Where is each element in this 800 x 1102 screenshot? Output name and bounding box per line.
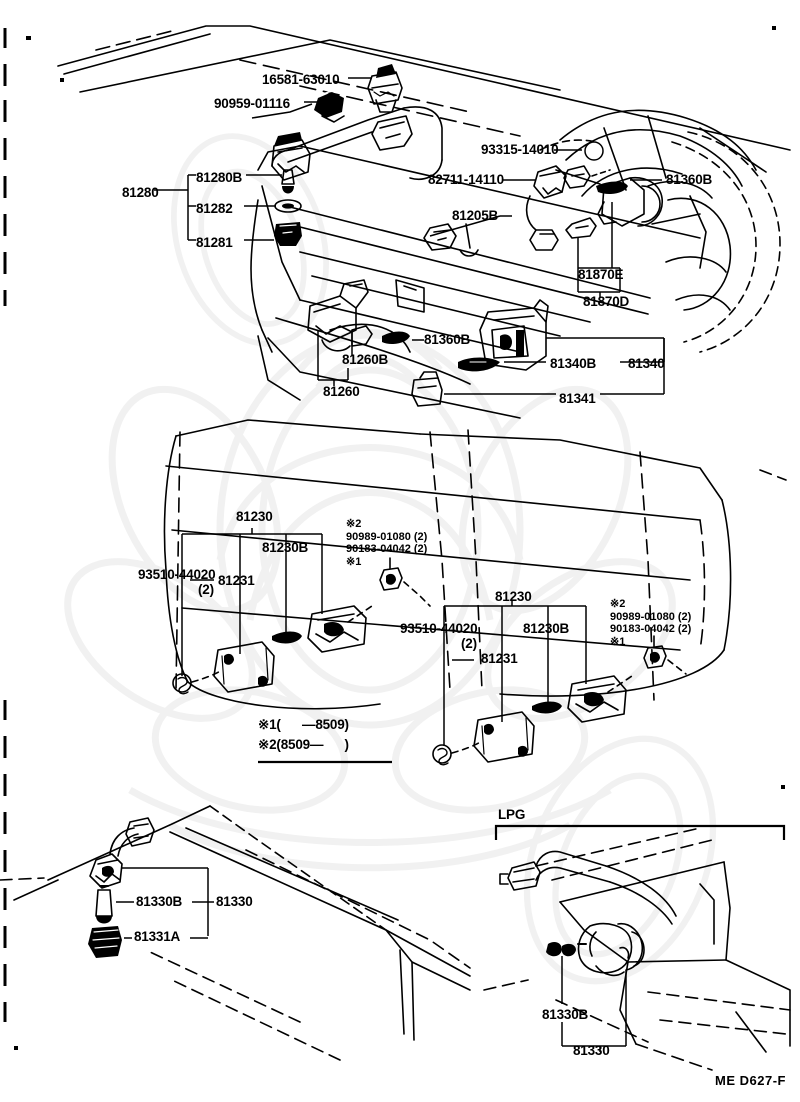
- callout-81330B-lpg: 81330B: [542, 1007, 589, 1022]
- front-door-hardware-note: ※2 90989-01080 (2) 90183-04042 (2) ※1: [346, 518, 428, 568]
- callout-16581-63010: 16581-63010: [262, 72, 340, 87]
- callout-81280B: 81280B: [196, 170, 243, 185]
- callout-rear-81230B: 81230B: [523, 621, 570, 636]
- lpg-illustration: [483, 827, 791, 1071]
- callout-front-81230: 81230: [236, 509, 273, 524]
- callout-81340: 81340: [628, 356, 665, 371]
- luggage-lamp-illustration: [0, 805, 471, 1061]
- callout-81260B: 81260B: [342, 352, 389, 367]
- callout-81260: 81260: [323, 384, 360, 399]
- door-panels-illustration: [163, 419, 787, 766]
- callout-rear-81231: 81231: [481, 651, 518, 666]
- lpg-leader-lines: [561, 956, 627, 1052]
- legend-note-2: ※2(8509— ): [258, 737, 349, 752]
- callout-82711-14110: 82711-14110: [428, 172, 504, 187]
- callout-front-93510-qty: (2): [198, 582, 214, 597]
- rear-door-hardware-note: ※2 90989-01080 (2) 90183-04042 (2) ※1: [610, 598, 692, 648]
- callout-81330B-trunk: 81330B: [136, 894, 183, 909]
- callout-front-93510-44020: 93510-44020: [138, 567, 216, 582]
- callout-93315-14010: 93315-14010: [481, 142, 559, 157]
- callout-81340B: 81340B: [550, 356, 597, 371]
- callout-81330-lpg: 81330: [573, 1043, 610, 1058]
- callout-81341: 81341: [559, 391, 596, 406]
- callout-81331A: 81331A: [134, 929, 181, 944]
- callout-rear-93510-qty: (2): [461, 636, 477, 651]
- callout-rear-81230: 81230: [495, 589, 532, 604]
- callout-81280: 81280: [122, 185, 159, 200]
- legend-note-1: ※1( —8509): [258, 717, 349, 732]
- callout-81281: 81281: [196, 235, 233, 250]
- callout-81870E: 81870E: [578, 267, 624, 282]
- callout-81360B-wheel: 81360B: [666, 172, 713, 187]
- callout-90959-01116: 90959-01116: [214, 96, 290, 111]
- sheet-footer-code: ME D627-F: [715, 1073, 786, 1088]
- instrument-panel-illustration: [57, 25, 791, 419]
- callout-rear-93510-44020: 93510-44020: [400, 621, 478, 636]
- callout-81282: 81282: [196, 201, 233, 216]
- callout-81360B-panel: 81360B: [424, 332, 471, 347]
- lpg-bracket-label: LPG: [498, 807, 526, 822]
- callout-front-81231: 81231: [218, 573, 255, 588]
- callout-81330-trunk: 81330: [216, 894, 253, 909]
- upper-leader-lines: [154, 77, 665, 395]
- callout-81205B: 81205B: [452, 208, 499, 223]
- lpg-bracket: [494, 824, 786, 840]
- margin-tick-dots: [14, 26, 785, 1050]
- callout-81870D: 81870D: [583, 294, 630, 309]
- door-leader-lines: [181, 528, 587, 746]
- luggage-lamp-leader-lines: [116, 867, 214, 939]
- callout-front-81230B: 81230B: [262, 540, 309, 555]
